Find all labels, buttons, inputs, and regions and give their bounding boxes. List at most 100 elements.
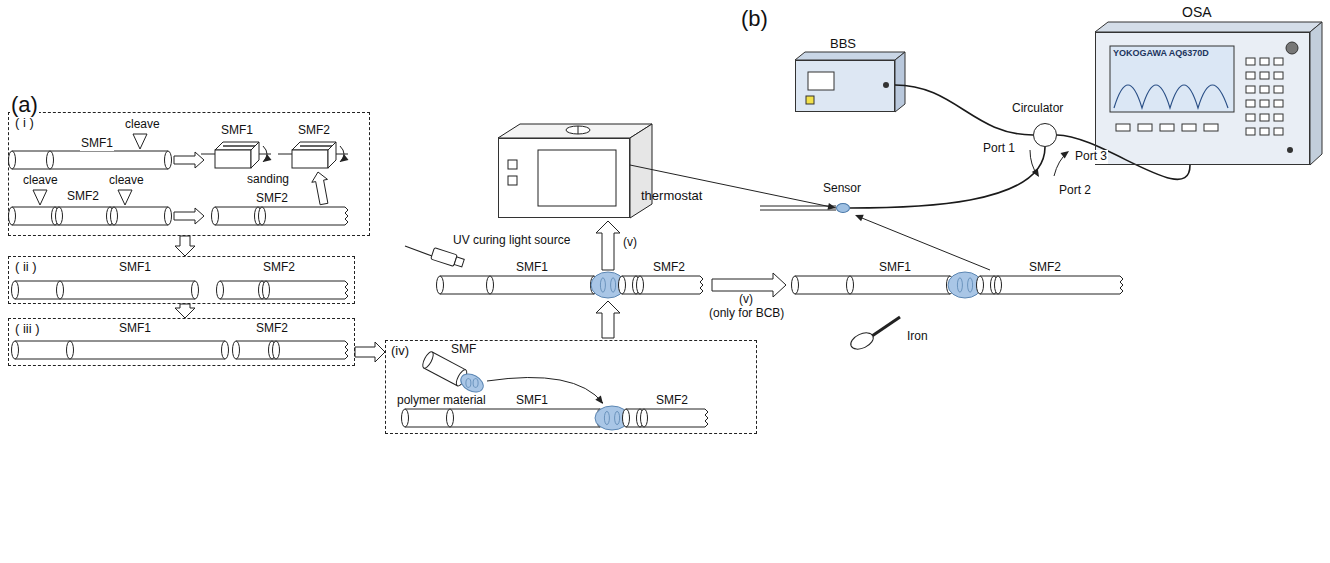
fiber-body — [795, 276, 950, 294]
fiber-end — [67, 341, 74, 359]
fiber-end — [233, 341, 240, 359]
arrow-head — [263, 154, 272, 162]
uv-source — [431, 248, 458, 267]
part-label: SMF1 — [878, 261, 912, 275]
fiber-body — [980, 276, 1120, 294]
fiber-end — [9, 151, 16, 169]
uv-cable — [405, 246, 432, 256]
fiber-body — [215, 207, 345, 225]
fiber-end — [165, 207, 172, 225]
hollow-arrow — [174, 152, 204, 168]
osa-front — [1095, 32, 1310, 165]
blob-detail — [466, 379, 471, 388]
osa-button — [1246, 58, 1255, 65]
fiber-end — [421, 350, 436, 369]
part-label: SMF2 — [655, 394, 689, 408]
fiber-end — [792, 276, 799, 294]
fiber-edge — [795, 294, 950, 295]
part-label: SMF2 — [262, 261, 296, 275]
fiber-body — [15, 281, 195, 299]
uv-head — [454, 257, 464, 267]
fiber-end — [222, 341, 229, 359]
fiber-edge — [795, 276, 950, 277]
osa-button — [1246, 128, 1255, 135]
part-label: Port 2 — [1058, 184, 1092, 198]
osa-button — [1274, 128, 1283, 135]
node-label: (iv) — [391, 344, 409, 359]
thermostat-button — [508, 160, 517, 169]
fiber-body — [405, 409, 600, 427]
fiber-end — [637, 276, 644, 294]
thermostat-side — [630, 124, 652, 218]
part-label: cleave — [108, 174, 145, 188]
blob-detail — [968, 278, 973, 292]
part-label: SMF2 — [1028, 261, 1062, 275]
osa-button — [1160, 124, 1174, 131]
osa-button — [1116, 124, 1130, 131]
part-label: SMF2 — [66, 190, 100, 204]
part-label: UV curing light source — [452, 234, 571, 248]
bbs-port — [883, 82, 889, 88]
process-arrow — [596, 301, 620, 338]
node-label: Circulator — [1012, 102, 1063, 116]
osa-button — [1260, 72, 1269, 79]
bbs-warning — [806, 96, 814, 104]
osa-button — [1138, 124, 1152, 131]
fiber-end — [212, 207, 219, 225]
fiber-edge — [215, 207, 345, 208]
osa-button — [1260, 86, 1269, 93]
sensor-head: Sensor — [836, 203, 850, 213]
fiber-edge — [626, 427, 705, 428]
part-label: Iron — [906, 330, 929, 344]
fiber-end — [447, 409, 454, 427]
fiber-end — [619, 276, 626, 294]
fiber-end — [437, 276, 444, 294]
fiber-end — [217, 281, 224, 299]
fiber-body — [236, 341, 345, 359]
holder-front — [215, 150, 251, 168]
stage-box: ( ii ) — [8, 256, 355, 304]
connector — [630, 165, 836, 210]
bbs-top — [795, 52, 905, 60]
fiber-edge — [15, 359, 225, 360]
osa-button — [1246, 100, 1255, 107]
sanded-end — [700, 276, 703, 294]
thermostat-knob — [578, 126, 579, 134]
connector — [1057, 135, 1190, 179]
source-box: BBS — [795, 60, 895, 112]
fiber-edge — [15, 299, 195, 300]
fiber-end — [977, 276, 984, 294]
hollow-arrow — [174, 208, 204, 224]
stage-box: ( iii ) — [8, 318, 355, 366]
holder-front — [292, 150, 328, 168]
fiber-end — [259, 207, 266, 225]
fiber-end — [623, 409, 630, 427]
node-label: BBS — [830, 37, 856, 52]
fiber-edge — [12, 169, 168, 170]
sensor-fiber — [760, 210, 836, 211]
fiber-edge — [12, 207, 168, 208]
process-arrow — [596, 221, 620, 270]
part-label: cleave — [22, 174, 59, 188]
fiber-end — [263, 281, 270, 299]
part-label: SMF1 — [80, 137, 114, 151]
osa-port — [1287, 147, 1293, 153]
part-label: SMF2 — [255, 192, 289, 206]
osa-button — [1246, 72, 1255, 79]
fiber-end — [165, 151, 172, 169]
sanded-end — [1120, 276, 1123, 294]
fiber-edge — [622, 294, 700, 295]
part-label: SMF1 — [515, 394, 549, 408]
node-label: thermostat — [641, 189, 702, 204]
blob-detail — [473, 379, 478, 388]
part-label: SMF1 — [220, 124, 254, 138]
fiber-end — [487, 276, 494, 294]
fiber-cable — [1057, 135, 1190, 179]
fiber-end — [9, 207, 16, 225]
fiber-edge — [215, 225, 345, 226]
osa-knob — [1286, 42, 1298, 54]
osa-button — [1260, 100, 1269, 107]
iron-handle — [872, 317, 900, 336]
fiber-edge — [424, 368, 458, 386]
